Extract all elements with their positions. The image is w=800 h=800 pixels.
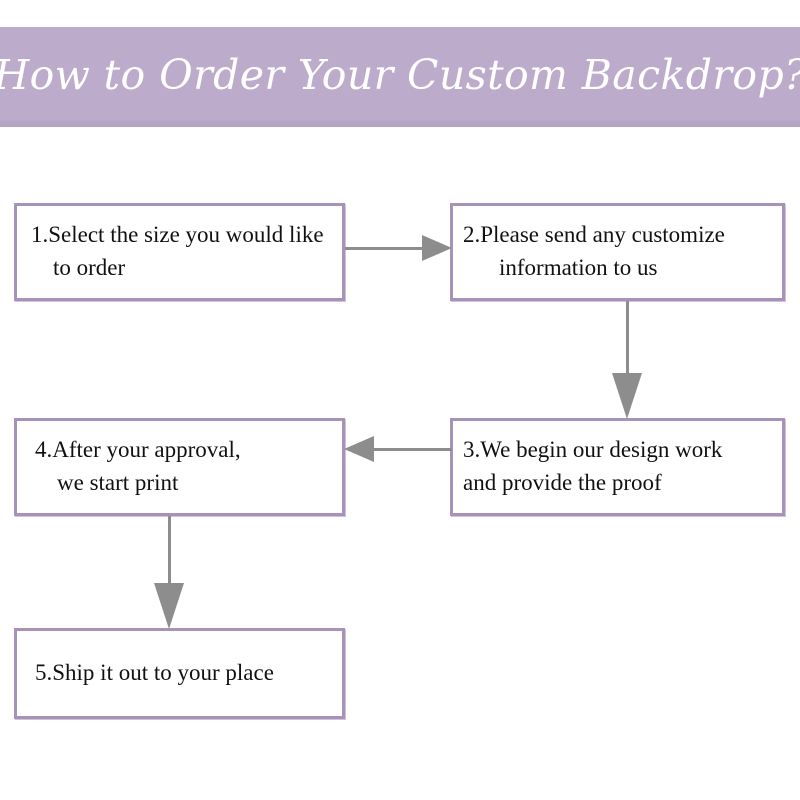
flow-step-2-line-2: information to us	[499, 255, 658, 280]
flow-step-4-box: 4.After your approval, we start print	[14, 418, 345, 516]
arrow-left-icon-step3-to-step4	[344, 436, 452, 462]
arrow-head	[154, 583, 184, 629]
flow-step-3-line-2: and provide the proof	[463, 470, 662, 495]
flow-step-1-line-1: 1.Select the size you would like	[31, 222, 324, 248]
flow-step-4-line-1: 4.After your approval,	[35, 437, 241, 463]
flow-step-5-line-1: 5.Ship it out to your place	[35, 660, 274, 686]
flow-step-2-box: 2.Please send any customize information …	[450, 203, 785, 301]
flow-step-1-line-2: to order	[53, 255, 126, 280]
arrow-head	[612, 373, 642, 419]
arrow-shaft	[345, 247, 427, 250]
arrow-head	[344, 436, 374, 462]
flow-step-3-box: 3.We begin our design work and provide t…	[450, 418, 785, 516]
arrow-shaft	[168, 516, 171, 588]
arrow-shaft	[368, 448, 452, 451]
flow-step-3-line-1: 3.We begin our design work	[463, 437, 723, 463]
banner-bottom-shade	[0, 121, 800, 127]
arrow-down-icon-step4-to-step5	[154, 516, 184, 629]
flow-step-2-line-1: 2.Please send any customize	[463, 222, 725, 248]
flow-step-1-box: 1.Select the size you would like to orde…	[14, 203, 345, 301]
header-banner: How to Order Your Custom Backdrop?	[0, 27, 800, 127]
arrow-right-icon-step1-to-step2	[345, 235, 452, 261]
arrow-shaft	[626, 301, 629, 379]
arrow-head	[422, 235, 452, 261]
page-title: How to Order Your Custom Backdrop?	[0, 50, 800, 99]
flow-step-4-line-2: we start print	[57, 470, 179, 495]
arrow-down-icon-step2-to-step3	[612, 301, 642, 419]
flow-step-5-box: 5.Ship it out to your place	[14, 628, 345, 719]
